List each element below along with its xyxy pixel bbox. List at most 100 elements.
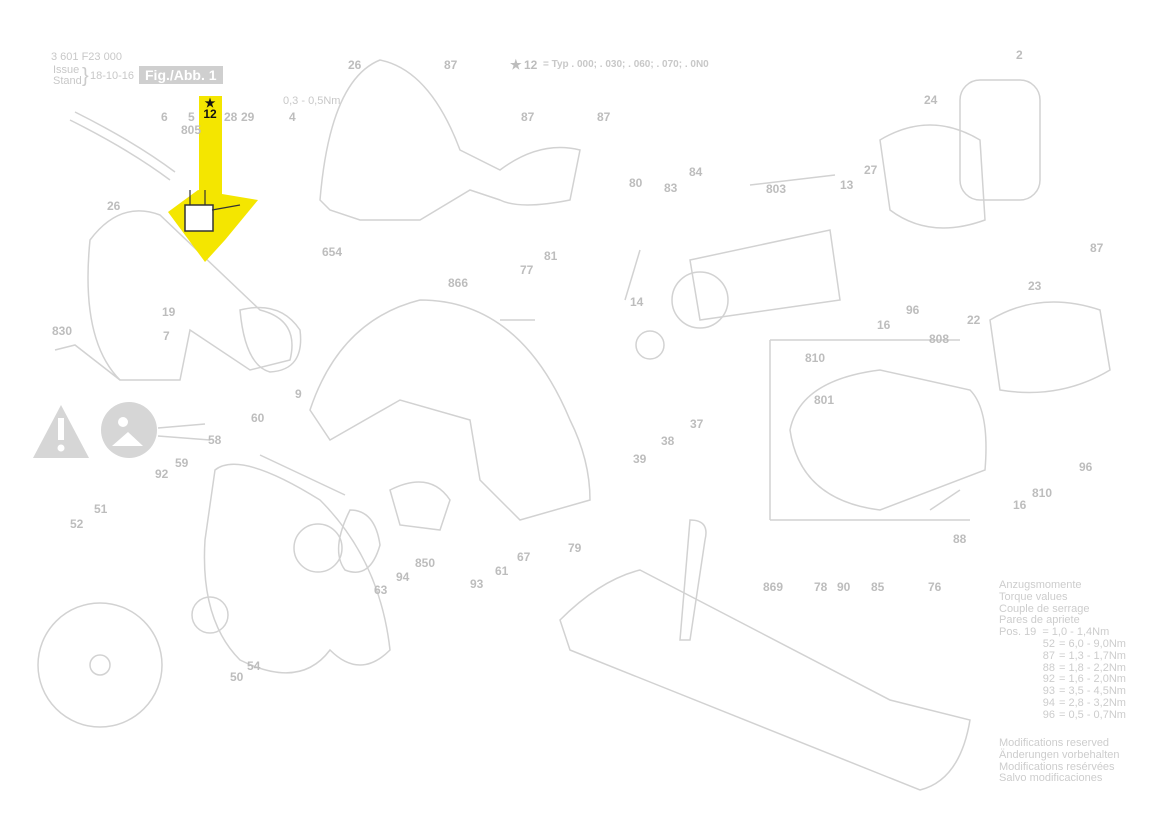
torque-value: = 1,6 - 2,0Nm [1059, 673, 1126, 686]
torque-pos: 88 [1042, 661, 1055, 674]
callout[interactable]: 87 [1090, 241, 1104, 255]
callout[interactable]: 96 [1079, 460, 1093, 474]
torque-pos: 93 [1042, 685, 1055, 698]
callout[interactable]: 29 [241, 110, 255, 124]
callout[interactable]: 51 [94, 502, 108, 516]
callout[interactable]: 16 [877, 318, 891, 332]
torque-value: = 0,5 - 0,7Nm [1059, 708, 1126, 721]
callout[interactable]: 93 [470, 577, 484, 591]
torque-value: = 1,3 - 1,7Nm [1059, 649, 1126, 662]
highlight-callout[interactable]: ★12 [201, 96, 219, 121]
callout[interactable]: 808 [929, 332, 950, 346]
callout[interactable]: 27 [864, 163, 878, 177]
callout[interactable]: 67 [517, 550, 531, 564]
callout[interactable]: 14 [630, 295, 644, 309]
callout[interactable]: 94 [396, 570, 410, 584]
callout[interactable]: 5 [188, 110, 195, 124]
torque-value: = 2,8 - 3,2Nm [1059, 696, 1126, 709]
modifications-line: Änderungen vorbehalten [999, 748, 1120, 761]
torque-row: 94 = 2,8 - 3,2Nm [999, 696, 1126, 710]
callout[interactable]: 2 [1016, 48, 1023, 62]
callout[interactable]: 60 [251, 411, 265, 425]
torque-row: Pos. 19 = 1,0 - 1,4Nm [999, 626, 1126, 639]
callout[interactable]: 77 [520, 263, 534, 277]
callout[interactable]: 83 [664, 181, 678, 195]
torque-value: = 3,5 - 4,5Nm [1059, 685, 1126, 698]
torque-row: 52= 6,0 - 9,0Nm [999, 637, 1126, 651]
callout[interactable]: 654 [322, 245, 343, 259]
callout[interactable]: 39 [633, 452, 647, 466]
callout[interactable]: 54 [247, 659, 261, 673]
torque-pos: Pos. 19 [999, 626, 1037, 639]
callout[interactable]: 26 [107, 199, 121, 213]
callout[interactable]: 805 [181, 123, 202, 137]
callout[interactable]: 87 [521, 110, 535, 124]
callout[interactable]: 869 [763, 580, 784, 594]
torque-pos: 87 [1042, 649, 1055, 662]
callout[interactable]: 76 [928, 580, 942, 594]
highlight-number: 12 [203, 107, 217, 121]
torque-title: Couple de serrage [999, 602, 1090, 615]
callout[interactable]: 9 [295, 387, 302, 401]
torque-pos: 92 [1042, 673, 1055, 686]
torque-pos: 94 [1042, 696, 1055, 709]
modifications-line: Modifications resérvées [999, 760, 1115, 773]
brace: } [82, 65, 89, 87]
callout[interactable]: 90 [837, 580, 851, 594]
torque-value: = 1,0 - 1,4Nm [1042, 626, 1110, 639]
torque-value: = 6,0 - 9,0Nm [1059, 637, 1126, 650]
torque-pos: 96 [1042, 708, 1055, 721]
callout[interactable]: 7 [163, 329, 170, 343]
callout[interactable]: 50 [230, 670, 244, 684]
modifications-line: Salvo modificaciones [999, 772, 1103, 785]
callout[interactable]: 19 [162, 305, 176, 319]
callout[interactable]: 96 [906, 303, 920, 317]
callout[interactable]: 87 [444, 58, 458, 72]
callout[interactable]: 37 [690, 417, 704, 431]
torque-row: 96 = 0,5 - 0,7Nm [999, 708, 1126, 722]
torque-title: Pares de apriete [999, 614, 1080, 627]
callout[interactable]: 80 [629, 176, 643, 190]
callout[interactable]: 87 [597, 110, 611, 124]
callout[interactable]: 13 [840, 178, 854, 192]
callout[interactable]: 810 [1032, 486, 1053, 500]
callout[interactable]: 79 [568, 541, 582, 555]
callout[interactable]: 830 [52, 324, 73, 338]
callout[interactable]: 85 [871, 580, 885, 594]
modifications-line: Modifications reserved [999, 737, 1110, 749]
document-number: 3 601 F23 000 [51, 51, 122, 63]
callout[interactable]: 59 [175, 456, 189, 470]
callout[interactable]: 810 [805, 351, 826, 365]
callout[interactable]: 866 [448, 276, 469, 290]
callout[interactable]: 16 [1013, 498, 1027, 512]
callout[interactable]: 78 [814, 580, 828, 594]
callout[interactable]: 22 [967, 313, 981, 327]
callout[interactable]: 58 [208, 433, 222, 447]
callout[interactable]: 28 [224, 110, 238, 124]
torque-row: 88 = 1,8 - 2,2Nm [999, 661, 1126, 675]
torque-title: Torque values [999, 590, 1068, 603]
callout[interactable]: 4 [289, 110, 296, 124]
callout[interactable]: 84 [689, 165, 703, 179]
callout[interactable]: 24 [924, 93, 938, 107]
callout[interactable]: 61 [495, 564, 509, 578]
callout[interactable]: 801 [814, 393, 835, 407]
callout[interactable]: 63 [374, 583, 388, 597]
callout[interactable]: 38 [661, 434, 675, 448]
callout[interactable]: 92 [155, 467, 169, 481]
callout[interactable]: 88 [953, 532, 967, 546]
callout[interactable]: 850 [415, 556, 436, 570]
callout[interactable]: 23 [1028, 279, 1042, 293]
torque-note: 0,3 - 0,5Nm [283, 95, 341, 107]
callout[interactable]: 803 [766, 182, 787, 196]
torque-value: = 1,8 - 2,2Nm [1059, 661, 1126, 674]
issue-date: 18-10-16 [90, 70, 135, 82]
callout[interactable]: 81 [544, 249, 558, 263]
callout[interactable]: 6 [161, 110, 168, 124]
callout[interactable]: 26 [348, 58, 362, 72]
callout[interactable]: 52 [70, 517, 84, 531]
star-icon: ★ [204, 96, 216, 110]
torque-title: Anzugsmomente [999, 579, 1082, 591]
